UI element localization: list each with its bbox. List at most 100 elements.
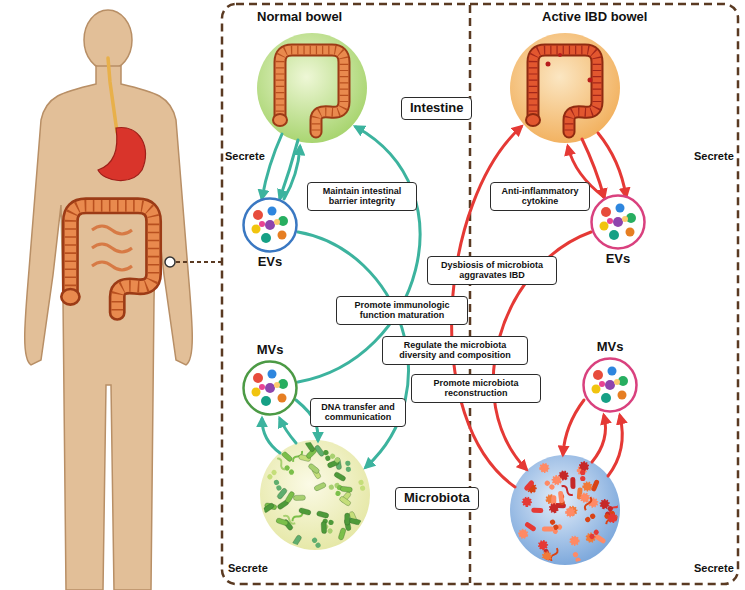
illustration-part (345, 513, 350, 525)
bacterium (542, 526, 554, 531)
bacterium (591, 479, 600, 492)
label-box: Regulate the microbiota diversity and co… (382, 336, 528, 365)
bacterium (276, 487, 287, 499)
bacterium (572, 551, 582, 563)
illustration-part (600, 499, 610, 509)
illustration-part (549, 503, 559, 513)
process-label: Secrete (694, 150, 734, 163)
flow-arrow (563, 400, 584, 454)
process-label: Secrete (694, 562, 734, 575)
panel-heading: Active IBD bowel (542, 10, 647, 25)
bacterium (345, 460, 351, 472)
illustration-part (531, 508, 543, 514)
cargo-dot (608, 367, 617, 376)
bacterium (600, 499, 610, 509)
illustration-part (288, 468, 295, 475)
cargo-dot (259, 221, 265, 227)
illustration-part (558, 53, 562, 57)
illustration-part (314, 482, 327, 492)
bacterium (588, 529, 600, 541)
vesicle-circle: EVs (242, 197, 298, 253)
cargo-dot (259, 384, 265, 390)
illustration-part (339, 496, 352, 507)
label-box: Intestine (401, 97, 472, 120)
illustration-part (281, 451, 293, 463)
illustration-part (542, 526, 554, 531)
bacterium (333, 471, 346, 481)
cargo-dot (593, 370, 603, 380)
cargo-dot (278, 231, 287, 240)
microbiota-circles (260, 440, 621, 565)
bacterium (518, 529, 528, 539)
illustration-part (333, 471, 346, 481)
illustration-part (518, 529, 528, 539)
illustration-part (518, 461, 621, 564)
box-text: Maintain intestinal barrier integrity (312, 186, 412, 207)
bacterium (538, 541, 547, 550)
bacterium (558, 491, 564, 504)
illustration-part (257, 33, 367, 143)
box-text: Microbiota (404, 491, 470, 506)
bacterium (329, 453, 341, 464)
cargo-dot (607, 218, 613, 224)
box-text: DNA transfer and communication (315, 402, 401, 423)
illustration-part (25, 66, 193, 590)
cargo-dot (622, 216, 628, 222)
illustration-part (358, 479, 364, 485)
illustration-part (273, 479, 280, 486)
illustration-part (583, 482, 592, 491)
cargo-dot (601, 207, 611, 217)
illustration-part (575, 557, 582, 564)
vesicle-circle: MVs (242, 360, 298, 416)
bacterium (293, 495, 305, 500)
cargo-dot (261, 233, 271, 243)
bacterium (276, 518, 289, 526)
illustration-part (321, 521, 327, 533)
illustration-part (305, 440, 316, 453)
illustration-part (293, 495, 305, 500)
cargo-dot (253, 373, 263, 383)
bacterium (338, 528, 346, 541)
illustration-part (588, 533, 595, 540)
illustration-part (340, 486, 353, 492)
illustration-part (523, 498, 531, 506)
illustration-part (316, 511, 329, 519)
illustration-part (298, 507, 311, 515)
flow-arrow (280, 419, 296, 443)
box-text: Intestine (410, 101, 463, 116)
illustration-part (510, 33, 620, 143)
bacterium (594, 533, 607, 544)
vesicle-ring (592, 196, 645, 249)
bacterium (316, 511, 329, 519)
illustration-part (538, 541, 547, 550)
box-text: Promote immunologic function maturation (341, 300, 463, 321)
illustration-part (323, 449, 330, 456)
bacterium (321, 521, 327, 533)
bacterium (524, 521, 537, 532)
illustration-part (276, 487, 287, 499)
cargo-dot (252, 388, 261, 397)
bacterium (584, 513, 596, 524)
vesicle-circle: EVs (590, 194, 646, 250)
panel-heading: Normal bowel (257, 10, 342, 25)
illustration-part (262, 440, 366, 549)
illustration-part (546, 62, 551, 67)
illustration-part (524, 521, 537, 532)
bacterium (262, 502, 275, 513)
illustration-part (328, 519, 334, 525)
bacterium (566, 508, 575, 517)
illustration-part (165, 257, 175, 267)
illustration-part (346, 466, 352, 472)
cargo-dot (618, 391, 627, 400)
bacterium (339, 496, 352, 507)
bacterium (349, 518, 362, 525)
bacterium (531, 508, 543, 514)
illustration-part (558, 491, 564, 504)
illustration-part (588, 78, 593, 83)
illustration-part (345, 460, 351, 466)
vesicle-label: EVs (230, 255, 310, 270)
illustration-part (338, 528, 346, 541)
illustration-part (308, 463, 320, 474)
illustration-part (580, 470, 585, 475)
